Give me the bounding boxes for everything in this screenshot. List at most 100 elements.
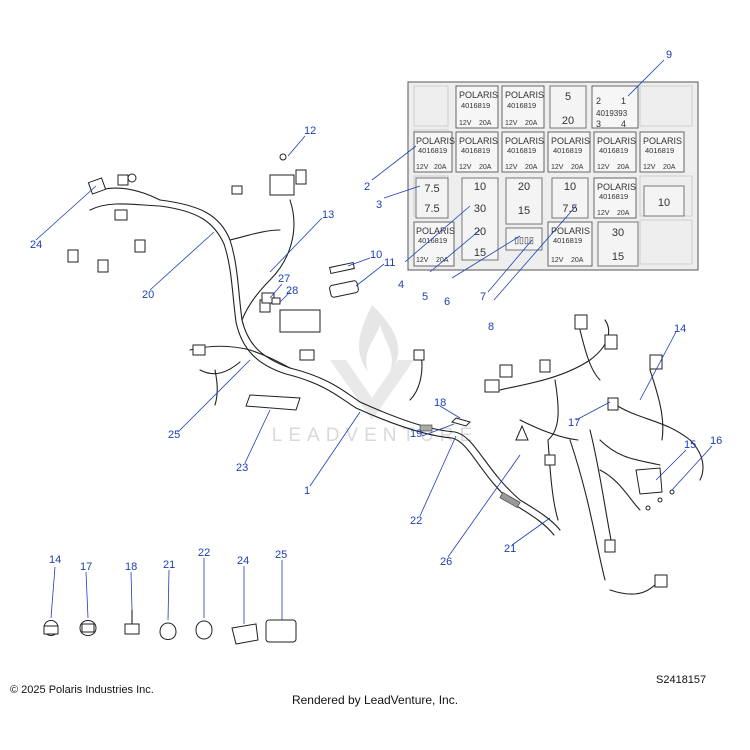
relay-r4c1: POLARIS 4016819 12V 20A [413,221,455,267]
svg-text:POLARIS: POLARIS [643,136,682,146]
svg-text:7.5: 7.5 [424,203,439,215]
relay-special-4019393: 2 1 4019393 3 4 [591,85,639,129]
svg-text:12V: 12V [505,120,518,127]
callout-3: 3 [376,199,382,211]
svg-text:10: 10 [564,181,576,193]
svg-text:7.5: 7.5 [562,203,577,215]
fuse-column-5b: 30 15 [597,221,639,267]
callout-15: 15 [684,439,696,451]
relay-r1c2: POLARIS 4016819 12V 20A [501,85,545,129]
callout-24-bottom: 24 [237,555,249,567]
callout-17-top: 17 [568,417,580,429]
callout-18-bottom: 18 [125,561,137,573]
svg-text:POLARIS: POLARIS [551,226,590,236]
callout-10: 10 [370,249,382,261]
svg-text:4019393: 4019393 [596,109,628,118]
svg-text:POLARIS: POLARIS [416,136,455,146]
relay-r2c4: POLARIS 4016819 12V 20A [547,131,591,173]
svg-text:POLARIS: POLARIS [505,90,544,100]
svg-text:4016819: 4016819 [553,146,582,155]
callout-24: 24 [30,239,42,251]
fuse-column-3: 20 15 [505,177,543,225]
svg-text:4016819: 4016819 [418,236,447,245]
callout-26: 26 [440,556,452,568]
callout-21-top: 21 [504,543,516,555]
svg-text:4016819: 4016819 [645,146,674,155]
svg-text:4016819: 4016819 [418,146,447,155]
callout-6: 6 [444,296,450,308]
svg-text:20A: 20A [434,164,447,171]
harness-connectors [67,169,668,588]
svg-text:12V: 12V [505,164,518,171]
callout-13: 13 [322,209,334,221]
svg-text:10: 10 [474,181,486,193]
relay-r2c3: POLARIS 4016819 12V 20A [501,131,545,173]
svg-text:7.5: 7.5 [424,183,439,195]
svg-text:2 1: 2 1 [596,96,626,106]
fuse-slot-r4c3: ▯▯▯▯ [505,227,543,251]
svg-text:POLARIS: POLARIS [459,136,498,146]
small-parts [245,153,675,511]
callout-20: 20 [142,289,154,301]
callout-25-bottom: 25 [275,549,287,561]
svg-text:30: 30 [474,203,486,215]
relay-r2c1: POLARIS 4016819 12V 20A [413,131,455,173]
callout-11: 11 [384,257,395,269]
svg-text:12V: 12V [459,120,472,127]
callout-19: 19 [410,428,422,440]
svg-text:20A: 20A [617,210,630,217]
svg-text:20: 20 [474,226,486,238]
callout-1: 1 [304,485,310,497]
callout-28: 28 [286,285,298,297]
callout-7: 7 [480,291,486,303]
svg-text:4016819: 4016819 [507,146,536,155]
callout-4: 4 [398,279,404,291]
relay-r2c2: POLARIS 4016819 12V 20A [455,131,499,173]
main-wire-harness [89,187,704,595]
callout-14-bottom: 14 [49,554,61,566]
svg-text:4016819: 4016819 [507,101,536,110]
callout-16: 16 [710,435,722,447]
fuse-column-2: 10 30 20 15 [461,177,499,261]
svg-text:12V: 12V [643,164,656,171]
callout-2: 2 [364,181,370,193]
svg-text:20A: 20A [525,120,538,127]
watermark-text: LEADVENTURE [272,425,478,446]
svg-text:20A: 20A [479,120,492,127]
svg-text:15: 15 [612,251,624,263]
callout-27: 27 [278,273,290,285]
svg-text:POLARIS: POLARIS [459,90,498,100]
svg-text:20A: 20A [525,164,538,171]
callouts: 9 2 3 4 5 6 7 8 12 13 24 20 10 11 27 28 … [30,49,722,573]
svg-text:3 4: 3 4 [596,119,626,129]
relay-r1c1: POLARIS 4016819 12V 20A [455,85,499,129]
svg-text:20A: 20A [571,164,584,171]
svg-text:POLARIS: POLARIS [551,136,590,146]
svg-text:15: 15 [474,247,486,259]
callout-18-top: 18 [434,397,446,409]
callout-22-bottom: 22 [198,547,210,559]
fuse-column-6: 10 [643,185,685,217]
callout-14-top: 14 [674,323,686,335]
svg-text:12V: 12V [416,257,429,264]
svg-text:30: 30 [612,227,624,239]
callout-21-bottom: 21 [163,559,175,571]
callout-12: 12 [304,125,316,137]
relay-fuse-box: POLARIS 4016819 12V 20A POLARIS 4016819 … [407,81,699,271]
callout-5: 5 [422,291,428,303]
relay-r4c4: POLARIS 4016819 12V 20A [547,221,593,267]
svg-text:20A: 20A [617,164,630,171]
callout-25-top: 25 [168,429,180,441]
fuse-column-4: 10 7.5 [551,177,589,219]
svg-text:4016819: 4016819 [461,146,490,155]
callout-23: 23 [236,462,248,474]
svg-text:4016819: 4016819 [553,236,582,245]
fuse-block-r1c3: 5 20 [549,85,587,129]
svg-text:20: 20 [562,115,574,127]
diagram-id: S2418157 [656,674,707,686]
svg-text:20A: 20A [571,257,584,264]
leader-lines [35,59,713,624]
relay-r2c5: POLARIS 4016819 12V 20A [593,131,637,173]
callout-17-bottom: 17 [80,561,92,573]
